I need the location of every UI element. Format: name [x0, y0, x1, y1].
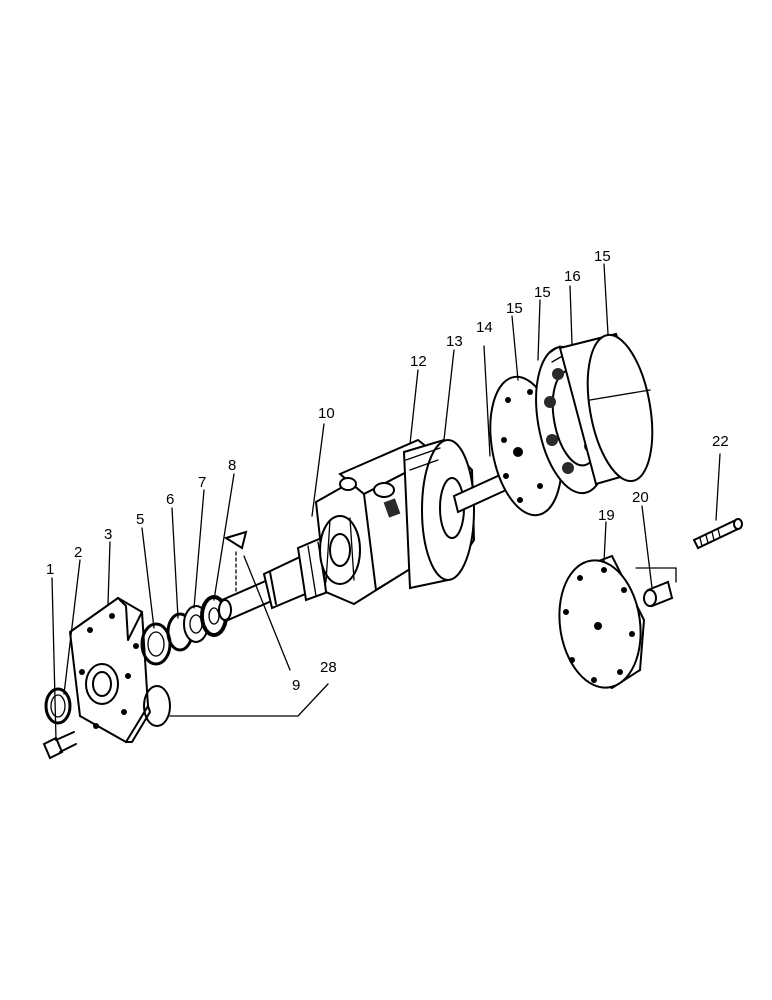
- callout-15-b: 15: [534, 284, 551, 301]
- part-22-pin: [692, 518, 743, 550]
- callout-7: 7: [198, 474, 206, 491]
- callout-5: 5: [136, 511, 144, 528]
- callout-3: 3: [104, 526, 112, 543]
- leader-lines: [51, 263, 721, 741]
- part-3-mounting-flange: [68, 596, 151, 744]
- part-19-rear-cover: [558, 554, 646, 690]
- callout-8: 8: [228, 457, 236, 474]
- callout-12: 12: [410, 353, 427, 370]
- callout-15-a: 13: [446, 333, 463, 350]
- callout-20: 20: [632, 489, 649, 506]
- callout-9: 9: [292, 677, 300, 694]
- callout-6: 6: [166, 491, 174, 508]
- callout-2: 2: [74, 544, 82, 561]
- callout-14: 15: [506, 300, 523, 317]
- part-5-seal: [140, 622, 172, 666]
- callout-16: 16: [564, 268, 581, 285]
- part-20-plug: [643, 580, 674, 608]
- part-12-spacer: [402, 438, 476, 590]
- end-cap: [558, 332, 654, 486]
- callout-1: 1: [46, 561, 54, 578]
- callout-22: 22: [712, 433, 729, 450]
- callout-28: 28: [320, 659, 337, 676]
- callout-10: 10: [318, 405, 335, 422]
- part-1-bolt: [42, 731, 77, 760]
- part-28-o-ring: [143, 685, 171, 727]
- callout-19: 19: [598, 507, 615, 524]
- part-2-seal-ring: [44, 687, 72, 725]
- callout-13: 14: [476, 319, 493, 336]
- callout-labels: 1 2 3 5 6 7 8 9 10 12 13 14 15 15 15 15 …: [46, 248, 729, 694]
- callout-15-c: 15: [594, 248, 611, 265]
